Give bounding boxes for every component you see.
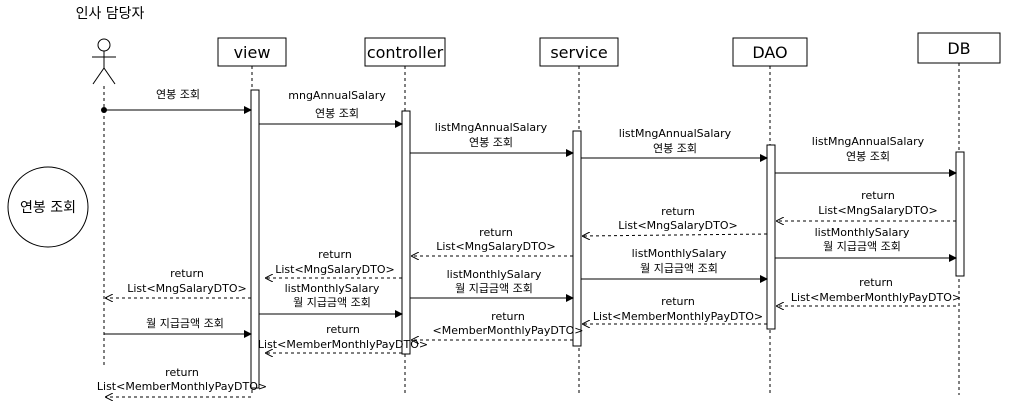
participant-dao: DAO: [732, 37, 808, 67]
message-m17: return List<MemberMonthlyPayDTO>: [583, 295, 767, 324]
message-m20: return List<MemberMonthlyPayDTO>: [97, 366, 267, 397]
message-label: 연봉 조회: [653, 142, 697, 155]
message-label: 월 지급금액 조회: [640, 262, 718, 275]
message-label: return: [859, 276, 893, 289]
message-m8: return List<MngSalaryDTO>: [412, 226, 573, 256]
participant-label: DB: [947, 39, 970, 58]
message-label: 월 지급금액 조회: [293, 296, 371, 309]
message-label: List<MngSalaryDTO>: [275, 263, 395, 276]
message-label: 연봉 조회: [156, 88, 200, 101]
message-m2: mngAnnualSalary 연봉 조회: [259, 89, 403, 128]
message-label: listMngAnnualSalary: [812, 135, 925, 148]
message-label: List<MemberMonthlyPayDTO>: [258, 338, 428, 351]
message-label: List<MngSalaryDTO>: [436, 240, 556, 253]
message-m10: return List<MngSalaryDTO>: [106, 267, 251, 298]
message-m3: listMngAnnualSalary 연봉 조회: [410, 121, 574, 157]
message-label: listMonthlySalary: [285, 282, 380, 295]
message-label: listMonthlySalary: [447, 268, 542, 281]
message-label: listMngAnnualSalary: [435, 121, 548, 134]
participant-controller: controller: [364, 37, 446, 67]
message-m16: return List<MemberMonthlyPayDTO>: [777, 276, 961, 306]
participant-label: view: [234, 43, 271, 62]
message-m11: 월 지급금액 조회: [104, 317, 252, 338]
message-label: 월 지급금액 조회: [455, 282, 533, 295]
message-label: List<MemberMonthlyPayDTO>: [97, 380, 267, 393]
message-m13: listMonthlySalary 월 지급금액 조회: [410, 268, 574, 302]
message-label: listMngAnnualSalary: [619, 127, 732, 140]
service-activation: [572, 130, 582, 347]
message-label: 월 지급금액 조회: [146, 317, 224, 330]
participant-service: service: [539, 37, 619, 67]
participant-label: DAO: [752, 43, 787, 62]
message-label: <MemberMonthlyPayDTO>: [433, 324, 584, 337]
controller-activation: [401, 110, 411, 355]
message-label: List<MemberMonthlyPayDTO>: [791, 291, 961, 304]
view-activation: [250, 89, 260, 389]
actor-stick-figure-icon: [92, 38, 116, 85]
message-m6: return List<MngSalaryDTO>: [777, 189, 956, 221]
message-label: 연봉 조회: [469, 136, 513, 149]
message-label: List<MngSalaryDTO>: [818, 204, 938, 217]
message-label: List<MngSalaryDTO>: [127, 282, 247, 295]
message-label: return: [661, 295, 695, 308]
message-label: 연봉 조회: [846, 150, 890, 163]
message-label: 연봉 조회: [315, 107, 359, 120]
actor-name: 인사 담당자: [76, 6, 145, 22]
message-m15: listMonthlySalary 월 지급금액 조회: [775, 226, 957, 262]
message-m12: listMonthlySalary 월 지급금액 조회: [259, 282, 403, 318]
use-case-label: 연봉 조회: [20, 200, 76, 216]
message-label: return: [318, 248, 352, 261]
message-label: return: [170, 267, 204, 280]
db-activation: [955, 151, 965, 277]
participant-db: DB: [917, 32, 1001, 64]
dao-activation: [766, 144, 776, 330]
participant-label: controller: [367, 43, 444, 62]
message-m7: return List<MngSalaryDTO>: [583, 205, 768, 236]
message-m19: return List<MemberMonthlyPayDTO>: [258, 323, 428, 353]
participant-label: service: [550, 43, 607, 62]
message-m5: listMngAnnualSalary 연봉 조회: [775, 135, 957, 177]
message-label: List<MemberMonthlyPayDTO>: [593, 310, 763, 323]
participant-view: view: [217, 37, 287, 67]
message-m4: listMngAnnualSalary 연봉 조회: [581, 127, 768, 162]
message-label: return: [326, 323, 360, 336]
use-case-circle: 연봉 조회: [7, 166, 89, 248]
message-label: mngAnnualSalary: [288, 89, 386, 102]
message-label: List<MngSalaryDTO>: [618, 219, 738, 232]
message-m14: listMonthlySalary 월 지급금액 조회: [581, 247, 768, 283]
message-label: 월 지급금액 조회: [823, 240, 901, 253]
message-label: return: [491, 310, 525, 323]
message-label: return: [661, 205, 695, 218]
message-label: listMonthlySalary: [815, 226, 910, 239]
message-label: return: [165, 366, 199, 379]
message-label: listMonthlySalary: [632, 247, 727, 260]
message-m1: 연봉 조회: [101, 88, 252, 114]
message-label: return: [861, 189, 895, 202]
message-m9: return List<MngSalaryDTO>: [266, 248, 402, 278]
message-label: return: [479, 226, 513, 239]
message-m18: return <MemberMonthlyPayDTO>: [412, 310, 583, 340]
